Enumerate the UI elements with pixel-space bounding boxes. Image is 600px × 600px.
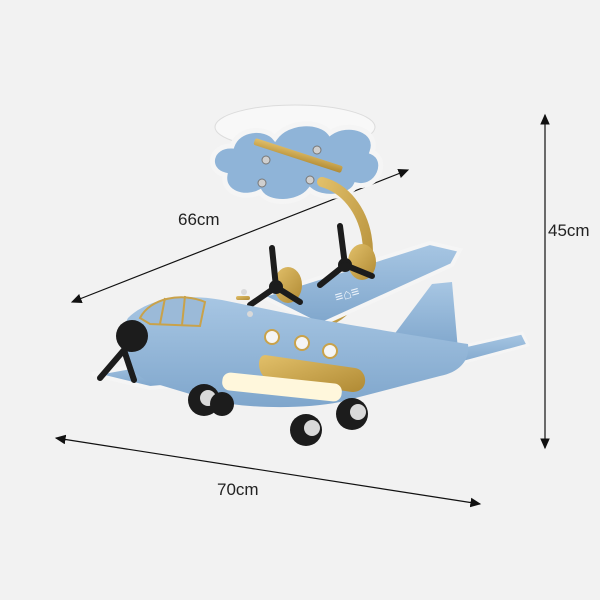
antennas (236, 289, 253, 317)
cockpit-window (138, 296, 207, 328)
landing-gear (188, 384, 368, 446)
propeller-right-icon (317, 223, 375, 288)
fuselage-lights (264, 329, 338, 359)
width-dimension-line (54, 434, 482, 508)
light-strip (222, 372, 342, 402)
fuselage (120, 297, 469, 408)
engine-right (317, 223, 376, 288)
ceiling-mount (209, 104, 384, 204)
propeller-left-icon (247, 245, 303, 308)
wing-emblem: ≡⌂≡ (333, 283, 361, 305)
diagonal-dimension-label: 66cm (178, 210, 220, 229)
wheel-center-icon (290, 414, 322, 446)
wheel-front-icon (188, 384, 234, 416)
width-dimension-label: 70cm (217, 480, 259, 499)
nose-propeller-icon (97, 320, 148, 383)
height-dimension-label: 45cm (548, 221, 590, 240)
engine-left (247, 245, 303, 308)
vertical-tail (390, 282, 458, 350)
mount-bracket (253, 138, 343, 173)
cloud-canopy (209, 121, 384, 204)
gold-side-panel (258, 355, 366, 392)
wheel-rear-icon (336, 398, 368, 430)
